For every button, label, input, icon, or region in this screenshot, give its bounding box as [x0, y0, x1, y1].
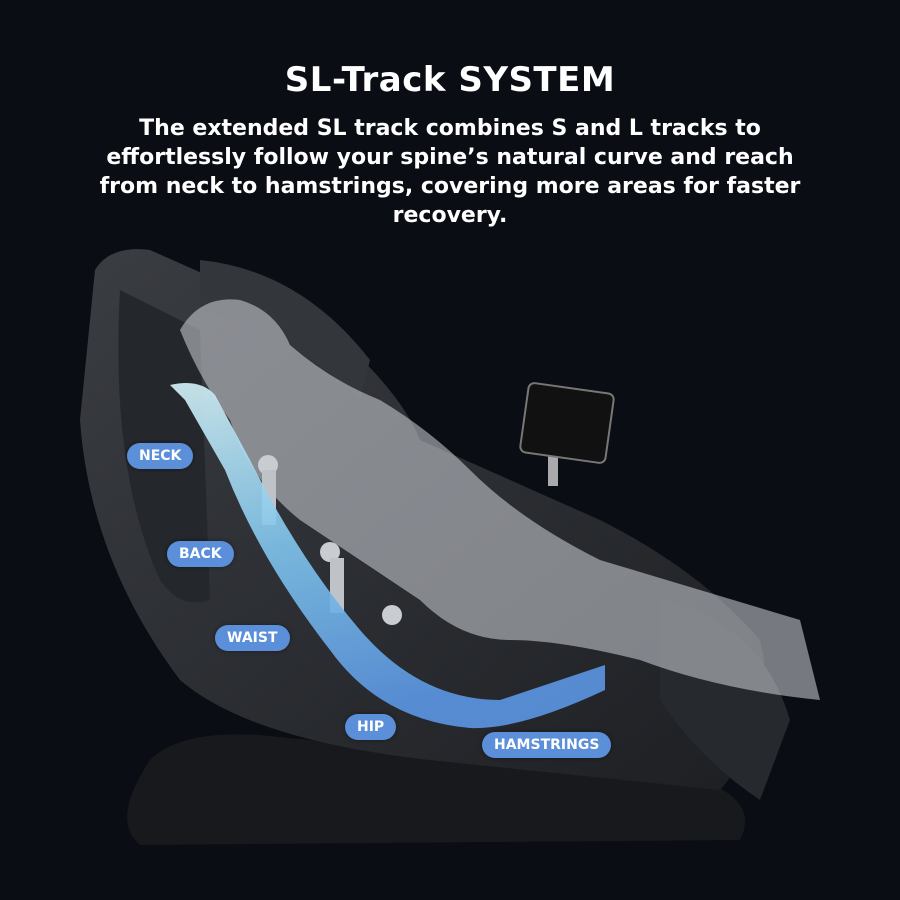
page-description: The extended SL track combines S and L t…: [99, 116, 801, 228]
sl-track: [170, 382, 605, 729]
page-title: SL-Track SYSTEM: [284, 60, 616, 100]
label-waist: WAIST: [215, 625, 290, 651]
label-hip: HIP: [345, 714, 397, 740]
control-tablet: [519, 382, 615, 486]
label-neck: NECK: [127, 443, 194, 469]
chair-headrest: [200, 260, 370, 400]
chair-base: [127, 734, 746, 845]
label-back: BACK: [167, 541, 234, 567]
label-hamstrings: HAMSTRINGS: [482, 732, 612, 758]
body-mesh-figure: [180, 299, 820, 700]
